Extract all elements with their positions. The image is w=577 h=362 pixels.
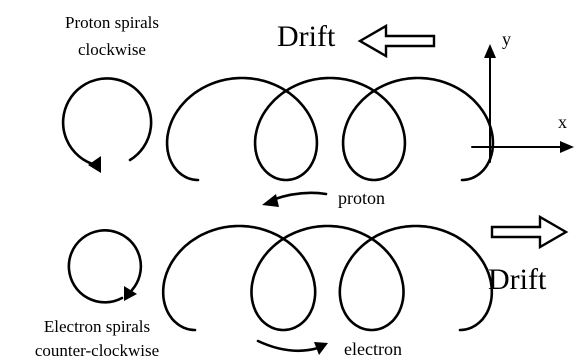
y-axis-arrowhead: [484, 44, 496, 58]
electron-rotation-arrowhead: [124, 286, 137, 301]
top-drift-label: Drift: [277, 20, 336, 53]
proton-rotation-arrowhead: [88, 156, 101, 173]
coordinate-axes: [471, 44, 574, 163]
electron-trajectory: [161, 224, 494, 332]
proton-label: proton: [338, 188, 385, 208]
proton-rotation-circle: [61, 77, 153, 173]
bottom-drift-label: Drift: [488, 263, 547, 296]
proton-caption-line1: Proton spirals: [65, 13, 159, 32]
proton-motion-arrow: [262, 191, 328, 207]
electron-label: electron: [344, 339, 402, 359]
electron-motion-arrow: [256, 339, 328, 355]
electron-rotation-circle: [67, 229, 143, 304]
y-axis-label: y: [502, 29, 511, 49]
x-axis-arrowhead: [560, 141, 574, 153]
proton-caption-line2: clockwise: [78, 40, 146, 59]
x-axis-label: x: [558, 112, 567, 132]
electron-caption-line2: counter-clockwise: [35, 341, 159, 360]
proton-trajectory: [165, 76, 495, 182]
top-drift-arrow: [357, 23, 436, 59]
electron-caption-line1: Electron spirals: [44, 317, 150, 336]
bottom-drift-arrow: [490, 214, 569, 250]
